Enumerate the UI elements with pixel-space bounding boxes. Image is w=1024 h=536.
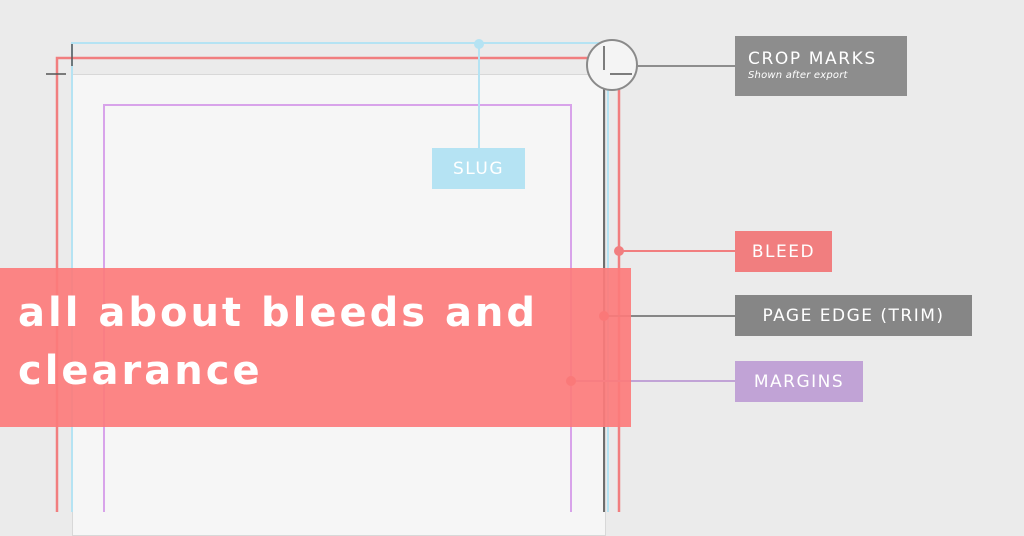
- bleed-dot: [614, 246, 624, 256]
- banner-title-line-2: clearance: [18, 348, 263, 394]
- crop-mark-magnifier: [586, 39, 638, 91]
- slug-label: SLUG: [432, 148, 525, 189]
- bleed-label-text: BLEED: [751, 241, 816, 262]
- crop-marks-subtitle: Shown after export: [748, 70, 848, 81]
- slug-dot: [474, 39, 484, 49]
- crop-marks-title: CROP MARKS: [748, 49, 877, 69]
- banner-title: all about bleeds and clearance: [18, 284, 618, 400]
- bleed-label: BLEED: [735, 231, 832, 272]
- margins-label: MARGINS: [735, 361, 863, 402]
- page-edge-label: PAGE EDGE (TRIM): [735, 295, 972, 336]
- margins-label-text: MARGINS: [753, 371, 845, 392]
- print-layout-diagram: SLUG CROP MARKS Shown after export BLEED…: [0, 36, 972, 536]
- crop-marks-label: CROP MARKS Shown after export: [735, 36, 907, 96]
- page-edge-label-text: PAGE EDGE (TRIM): [762, 305, 945, 326]
- banner-title-line-1: all about bleeds and: [18, 290, 539, 336]
- title-banner: [0, 268, 631, 427]
- crop-mark-top-left: [46, 44, 73, 75]
- slug-label-text: SLUG: [452, 158, 505, 179]
